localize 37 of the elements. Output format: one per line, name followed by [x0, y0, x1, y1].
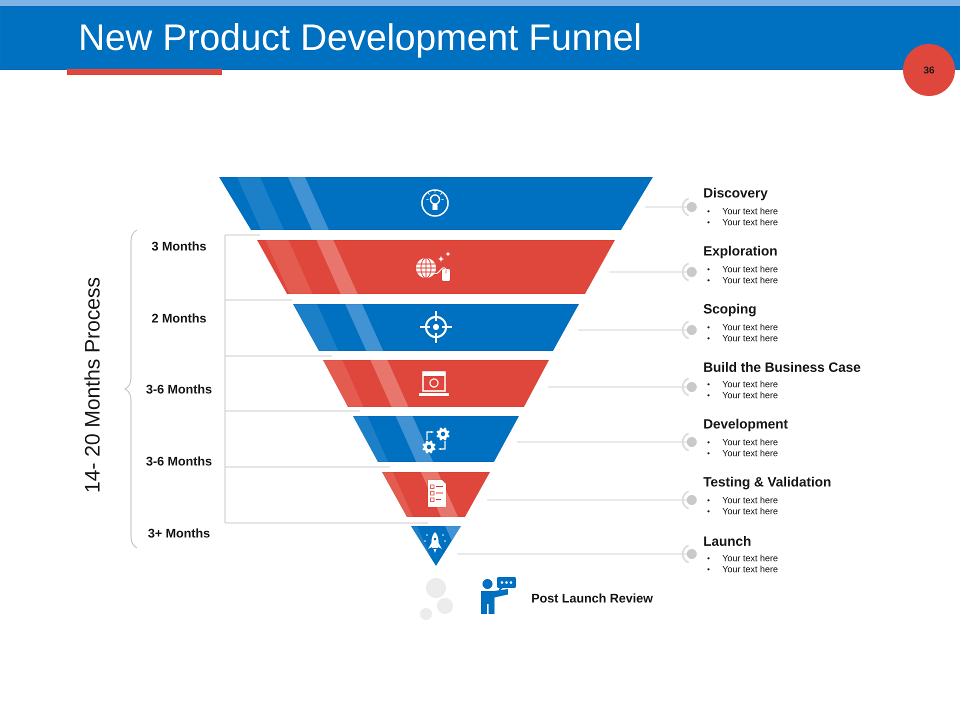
- page-number: 36: [903, 44, 955, 96]
- bullet-text: Your text here: [722, 266, 778, 272]
- leader-line: [517, 432, 697, 452]
- stage-heading: Development: [704, 418, 788, 432]
- bullet-text: Your text here: [722, 380, 778, 388]
- duration-label: 3-6 Months: [146, 456, 212, 466]
- bullet-text: Your text here: [722, 276, 778, 284]
- leader-line: [457, 544, 697, 564]
- bullet-text: Your text here: [722, 208, 778, 214]
- review-label: Post Launch Review: [532, 593, 653, 603]
- bullet-text: Your text here: [722, 334, 778, 342]
- bullet-text: Your text here: [722, 218, 778, 226]
- leader-line: [645, 198, 697, 216]
- bullet-text: Your text here: [722, 508, 778, 514]
- bullet-text: Your text here: [722, 566, 778, 572]
- duration-label: 3-6 Months: [146, 384, 212, 394]
- stage-heading: Scoping: [704, 304, 756, 316]
- leader-line: [548, 378, 697, 396]
- bullet-text: Your text here: [722, 496, 778, 504]
- stage-heading: Testing & Validation: [703, 476, 830, 490]
- bullet-text: Your text here: [722, 450, 778, 456]
- leader-line: [487, 490, 697, 510]
- brace-label: 14- 20 Months Process: [84, 278, 100, 492]
- bullet-text: Your text here: [722, 324, 778, 330]
- bullet-text: Your text here: [722, 392, 778, 398]
- duration-label: 3 Months: [152, 241, 206, 251]
- leader-line: [609, 262, 697, 282]
- stage-heading: Exploration: [704, 246, 777, 258]
- stage-heading: Launch: [704, 536, 750, 546]
- bullet-text: Your text here: [722, 554, 778, 562]
- duration-label: 2 Months: [152, 313, 206, 323]
- bullet-text: Your text here: [722, 438, 778, 446]
- title: New Product Development Funnel: [81, 23, 640, 58]
- leader-line: [578, 320, 697, 340]
- duration-label: 3+ Months: [148, 528, 210, 538]
- stage-heading: Build the Business Case: [704, 362, 860, 372]
- stage-heading: Discovery: [704, 188, 768, 200]
